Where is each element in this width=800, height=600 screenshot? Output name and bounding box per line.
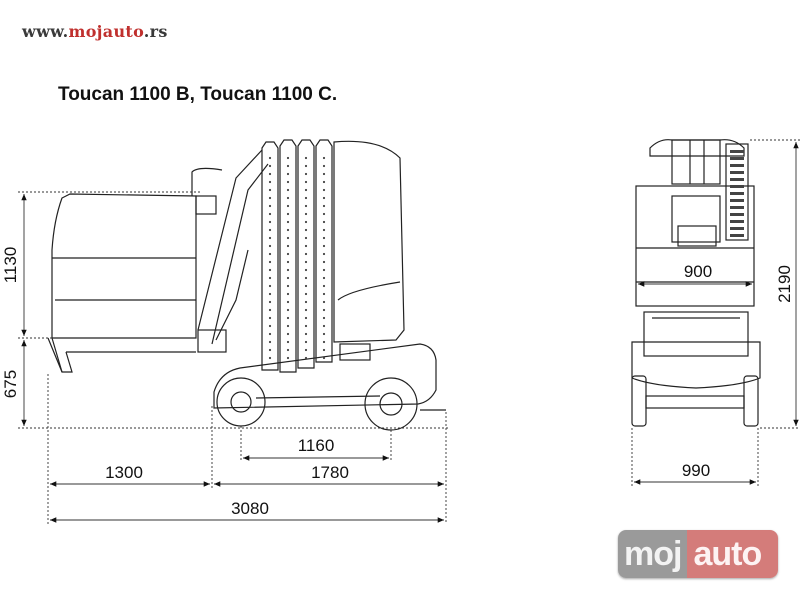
site-url[interactable]: www.mojauto.rs — [22, 22, 168, 41]
side-view-machine — [47, 139, 446, 431]
logo-part-b: auto — [687, 530, 778, 578]
dim-label-1780: 1780 — [311, 463, 349, 482]
url-suffix: .rs — [143, 22, 168, 41]
front-chassis — [631, 341, 761, 389]
dim-label-990: 990 — [682, 461, 710, 480]
right-wheel — [743, 375, 759, 427]
chassis — [213, 343, 437, 409]
mast-section — [261, 141, 279, 371]
logo-part-a: moj — [618, 530, 688, 578]
dim-label-1160: 1160 — [298, 436, 335, 455]
front-platform — [635, 185, 755, 307]
front-view-machine — [631, 139, 761, 427]
mast-holes — [268, 156, 326, 360]
mojauto-logo: moj auto — [618, 530, 778, 578]
dim-label-3080: 3080 — [231, 499, 269, 518]
platform-basket — [51, 193, 197, 339]
machine-body — [333, 140, 405, 343]
mast-top — [649, 139, 745, 157]
front-chain-links — [730, 150, 744, 237]
url-prefix: www. — [22, 22, 69, 41]
dim-label-2190: 2190 — [775, 265, 794, 303]
boom-arm — [197, 149, 263, 331]
dim-label-900: 900 — [684, 262, 712, 281]
dim-label-1130: 1130 — [1, 247, 20, 284]
diagram-title: Toucan 1100 B, Toucan 1100 C. — [58, 84, 338, 105]
dim-label-1300: 1300 — [105, 463, 143, 482]
dim-label-675: 675 — [1, 370, 20, 398]
rear-wheel — [216, 377, 266, 427]
dimension-lines — [18, 139, 800, 524]
url-brand: mojauto — [68, 22, 144, 41]
left-wheel — [631, 375, 647, 427]
